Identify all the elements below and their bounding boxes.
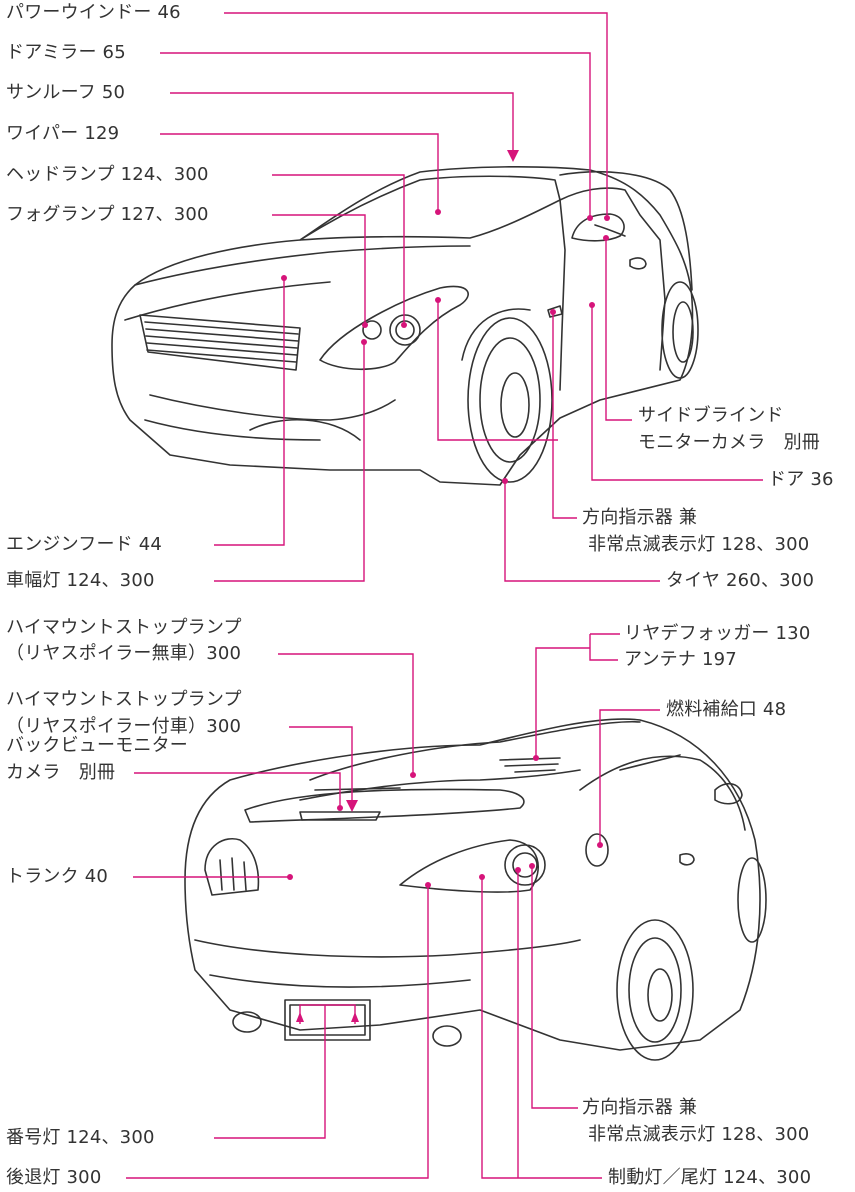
label-wiper: ワイパー 129 [4,123,122,145]
label-high-mount-no-spoiler-1: ハイマウントストップランプ [4,617,244,639]
label-high-mount-spoiler-2: （リヤスポイラー付車）300 [4,716,244,738]
label-side-marker: 車幅灯 124、300 [4,570,157,592]
front-car-outline [111,165,699,486]
label-trunk: トランク 40 [4,866,111,888]
label-sunroof: サンルーフ 50 [4,82,128,104]
label-door: ドア 36 [766,469,836,491]
label-foglamp: フォグランプ 127、300 [4,204,211,226]
label-door-mirror: ドアミラー 65 [4,42,128,64]
label-side-blind-monitor-1: サイドブラインド [636,405,786,427]
label-rear-defogger: リヤデフォッガー 130 [622,623,813,645]
label-license-lamp: 番号灯 124、300 [4,1127,157,1149]
label-high-mount-no-spoiler-2: （リヤスポイラー無車）300 [4,643,244,665]
label-front-turn-signal-2: 非常点滅表示灯 128、300 [586,534,812,556]
label-rear-turn-signal-1: 方向指示器 兼 [580,1097,700,1119]
label-backup-lamp: 後退灯 300 [4,1167,104,1189]
label-back-view-monitor-2: カメラ 別冊 [4,762,118,784]
label-power-window: パワーウインドー 46 [4,2,183,24]
label-tire: タイヤ 260、300 [664,570,817,592]
leader-dots [281,150,610,1022]
label-engine-hood: エンジンフード 44 [4,534,165,556]
label-headlamp: ヘッドランプ 124、300 [4,164,211,186]
label-antenna: アンテナ 197 [622,649,739,671]
rear-car-outline [184,718,767,1061]
label-fuel-filler: 燃料補給口 48 [664,699,789,721]
label-rear-turn-signal-2: 非常点滅表示灯 128、300 [586,1124,812,1146]
label-side-blind-monitor-2: モニターカメラ 別冊 [636,432,822,454]
label-high-mount-spoiler-1: ハイマウントストップランプ [4,689,244,711]
label-stop-tail-lamp: 制動灯／尾灯 124、300 [606,1167,814,1189]
label-front-turn-signal-1: 方向指示器 兼 [580,507,700,529]
leader-lines [126,12,763,1179]
label-back-view-monitor-1: バックビューモニター [4,735,190,757]
